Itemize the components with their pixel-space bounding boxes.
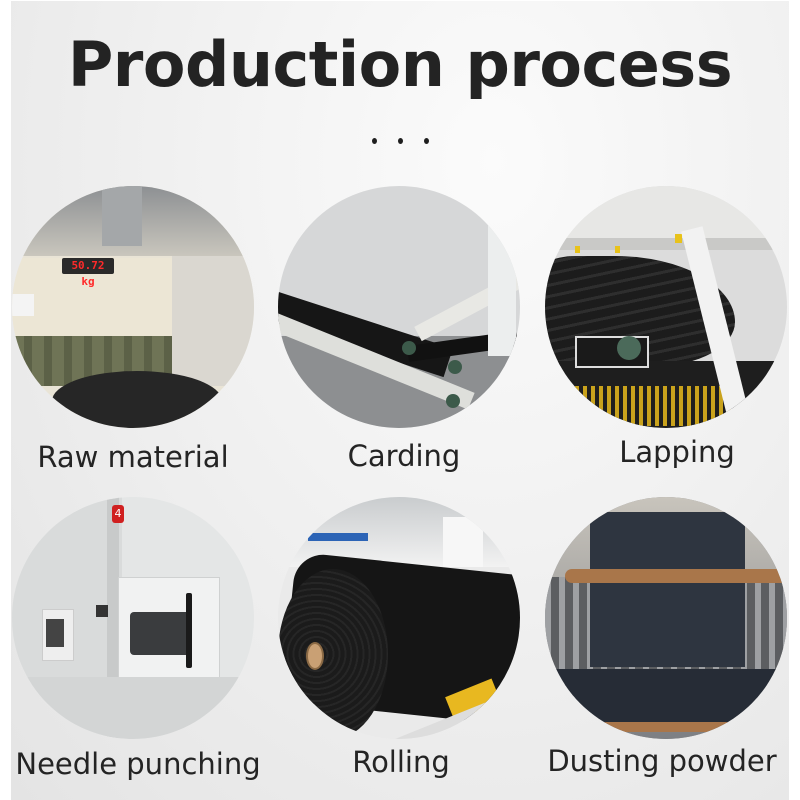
weight-display: 50.72 kg	[62, 258, 114, 288]
separator-dots	[0, 138, 800, 150]
step-label-raw-material: Raw material	[37, 440, 229, 474]
step-label-lapping: Lapping	[619, 435, 735, 469]
needle-punching-photo: 4	[12, 497, 254, 739]
page-title: Production process	[67, 28, 733, 101]
machine-number-badge: 4	[112, 505, 124, 523]
dot	[371, 138, 377, 144]
dot	[397, 138, 403, 144]
lapping-photo	[545, 186, 787, 428]
dot	[423, 138, 429, 144]
machine-number: 4	[114, 507, 122, 520]
step-label-dusting-powder: Dusting powder	[547, 744, 777, 778]
rolling-photo	[278, 497, 520, 739]
dusting-powder-photo	[545, 497, 787, 739]
step-label-rolling: Rolling	[352, 745, 450, 779]
step-label-carding: Carding	[347, 439, 461, 473]
raw-material-photo: 50.72 kg	[12, 186, 254, 428]
weight-reading: 50.72 kg	[71, 259, 105, 288]
step-label-needle-punching: Needle punching	[15, 747, 261, 781]
carding-photo	[278, 186, 520, 428]
